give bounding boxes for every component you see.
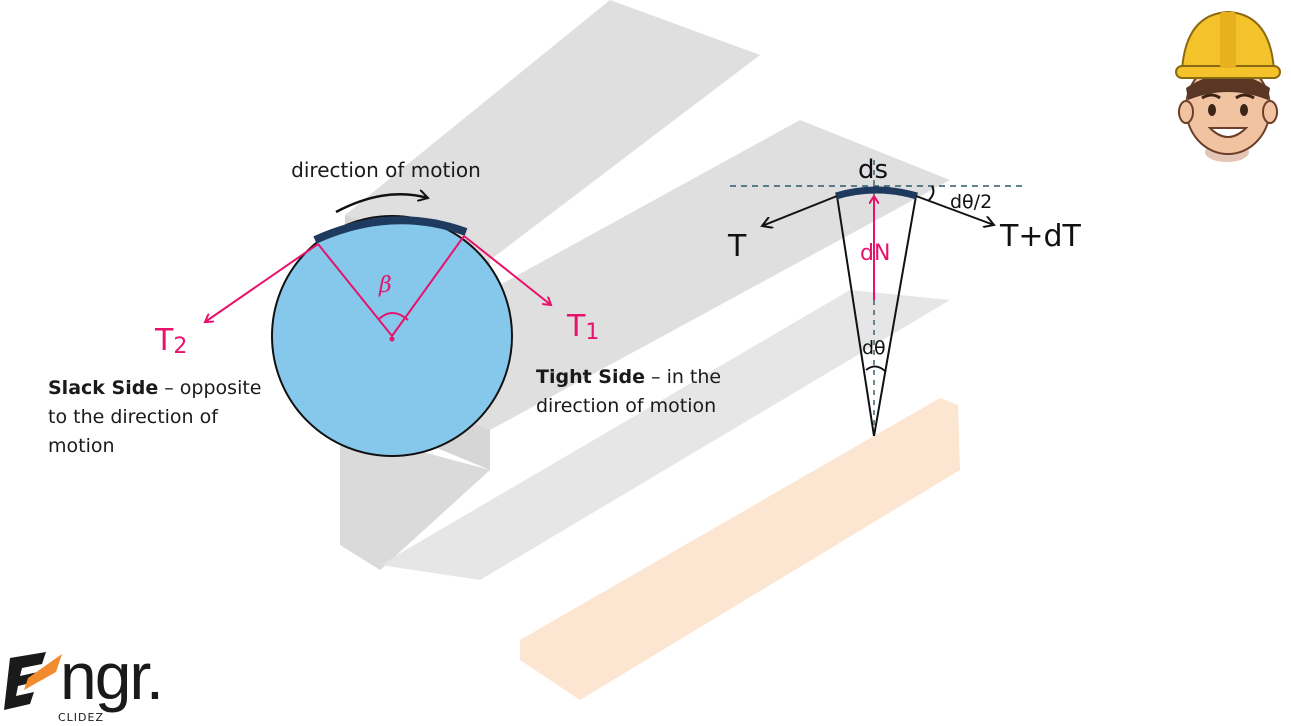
tension-t1-label: T1 <box>566 309 599 345</box>
slack-side-title: Slack Side <box>48 377 159 399</box>
tension-t2-arrow <box>205 243 319 322</box>
tight-side-caption: Tight Side – in the direction of motion <box>536 363 756 421</box>
angle-arc-beta <box>377 312 409 321</box>
pulley-diagram: direction of motion β T2 T1 <box>154 158 599 457</box>
angle-arc-dtheta <box>865 365 887 373</box>
motion-arrow <box>335 194 428 214</box>
logo-subtitle: CLIDEZ <box>58 711 105 724</box>
engineer-mascot-icon <box>1175 10 1281 162</box>
tight-side-title: Tight Side <box>536 366 645 388</box>
tension-t-label: T <box>727 229 747 264</box>
tension-t1-arrow <box>463 235 551 305</box>
tension-t-arrow <box>762 195 838 226</box>
element-arc <box>834 186 918 200</box>
radius-left <box>317 243 393 337</box>
tight-side-text-1: – in the <box>644 366 722 388</box>
background-watermark <box>340 0 960 700</box>
radius-right <box>391 235 465 337</box>
sector-right-edge <box>873 195 917 437</box>
angle-dtheta-label: dθ <box>862 337 886 359</box>
tight-side-text-2: direction of motion <box>536 395 717 417</box>
belt-arc <box>313 216 468 244</box>
angle-beta-label: β <box>378 273 392 298</box>
ds-label: ds <box>858 155 888 185</box>
pulley-center <box>389 336 395 342</box>
sector-left-edge <box>836 195 875 437</box>
half-angle-label: dθ/2 <box>950 191 992 213</box>
slack-side-caption: Slack Side – opposite to the direction o… <box>48 374 288 461</box>
logo-wordmark: ngr. <box>60 639 164 713</box>
half-angle-arc <box>928 185 935 201</box>
normal-force-label: dN <box>860 241 890 266</box>
belt-element-diagram: ds dθ/2 T T+dT dN dθ <box>727 155 1082 437</box>
motion-label: direction of motion <box>291 158 481 182</box>
slack-side-text-2: to the direction of <box>48 406 218 428</box>
tension-tdt-label: T+dT <box>999 219 1082 254</box>
engr-logo: ngr. CLIDEZ <box>2 640 172 726</box>
engr-logo-mark-icon <box>4 652 62 710</box>
tension-tdt-arrow <box>915 195 994 225</box>
tension-t2-label: T2 <box>154 323 187 359</box>
slack-side-text-1: – opposite <box>158 377 262 399</box>
slack-side-text-3: motion <box>48 435 115 457</box>
